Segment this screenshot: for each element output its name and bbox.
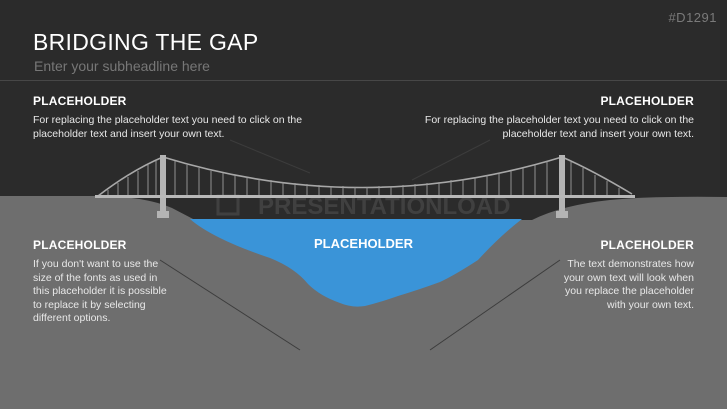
top-right-heading[interactable]: PLACEHOLDER	[600, 94, 694, 108]
water	[190, 219, 522, 307]
bottom-left-text[interactable]: If you don't want to use the size of the…	[33, 258, 167, 324]
center-heading[interactable]: PLACEHOLDER	[314, 236, 413, 251]
bottom-right-text[interactable]: The text demonstrates how your own text …	[563, 258, 694, 311]
bottom-left-heading[interactable]: PLACEHOLDER	[33, 238, 127, 252]
header-divider	[0, 80, 727, 81]
top-right-text[interactable]: For replacing the placeholder text you n…	[424, 114, 694, 140]
towers	[157, 155, 568, 218]
main-cables	[97, 156, 633, 197]
bridge-deck	[95, 195, 635, 198]
guide-lines	[159, 139, 561, 351]
slide-code: #D1291	[668, 10, 717, 25]
top-left-text[interactable]: For replacing the placeholder text you n…	[33, 114, 303, 140]
watermark-logo	[216, 194, 240, 216]
page-subtitle[interactable]: Enter your subheadline here	[34, 58, 210, 74]
top-left-heading[interactable]: PLACEHOLDER	[33, 94, 127, 108]
bottom-right-heading[interactable]: PLACEHOLDER	[600, 238, 694, 252]
hangers	[107, 161, 620, 196]
page-title[interactable]: BRIDGING THE GAP	[33, 29, 259, 55]
